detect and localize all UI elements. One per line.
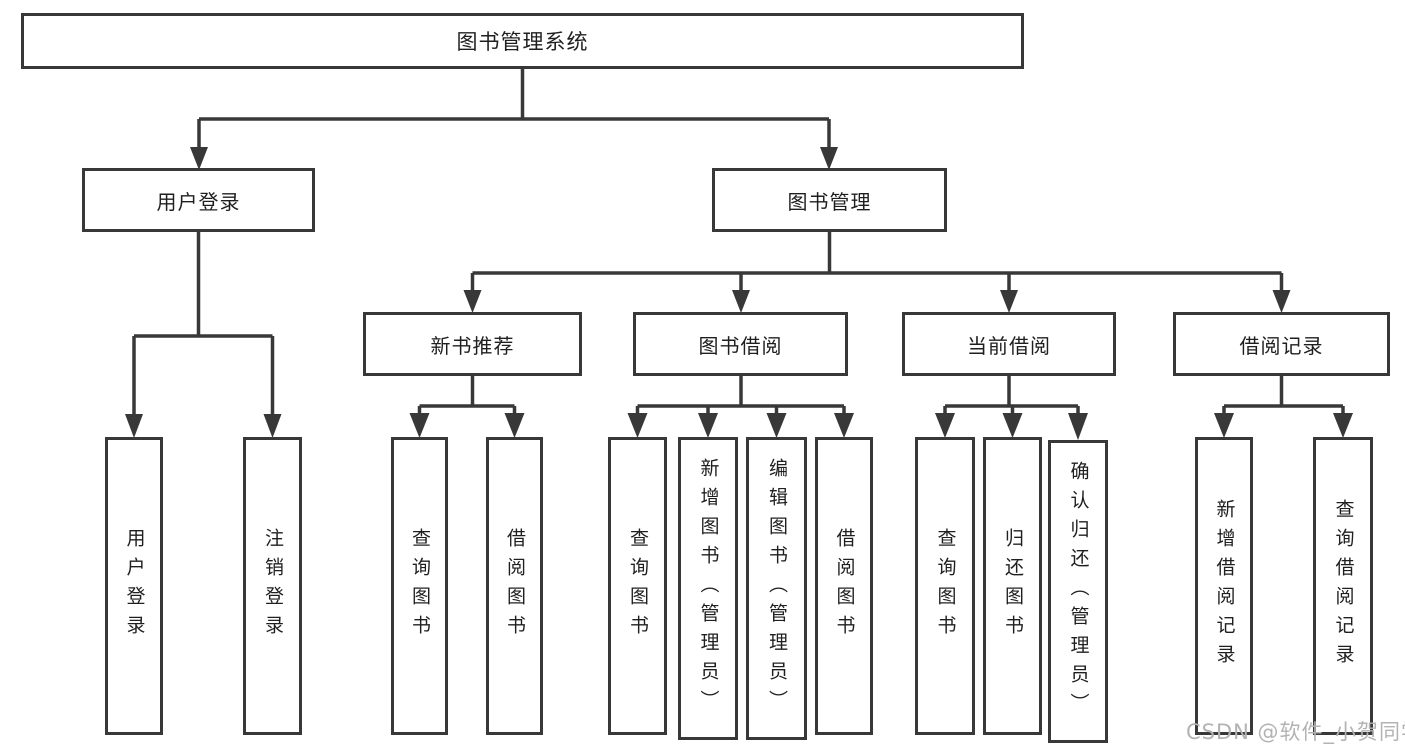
leaf-current-confirm-return-admin: 确认归还（管理员） xyxy=(1048,440,1108,743)
node-root: 图书管理系统 xyxy=(21,13,1024,69)
leaf-current-confirm-return-admin-label: 确认归还（管理员） xyxy=(1067,461,1090,722)
leaf-borrow-add-books-admin: 新增图书（管理员） xyxy=(678,437,738,740)
node-user-login-label: 用户登录 xyxy=(156,189,241,214)
node-book-management-label: 图书管理 xyxy=(787,189,872,214)
leaf-newbook-borrow-books: 借阅图书 xyxy=(486,437,543,735)
leaf-borrow-add-books-admin-label: 新增图书（管理员） xyxy=(697,458,720,719)
leaf-user-login: 用户登录 xyxy=(105,437,163,735)
node-new-book-recommend-label: 新书推荐 xyxy=(430,333,515,358)
node-user-login: 用户登录 xyxy=(82,168,315,232)
leaf-current-query-books: 查询图书 xyxy=(915,437,975,735)
leaf-current-return-books-label: 归还图书 xyxy=(1002,528,1024,644)
node-book-borrow-label: 图书借阅 xyxy=(698,333,783,358)
leaf-record-add-borrow-record: 新增借阅记录 xyxy=(1195,437,1253,735)
leaf-record-query-borrow-record: 查询借阅记录 xyxy=(1313,437,1373,735)
leaf-current-return-books: 归还图书 xyxy=(983,437,1042,735)
leaf-user-login-label: 用户登录 xyxy=(123,528,146,644)
leaf-borrow-edit-books-admin: 编辑图书（管理员） xyxy=(746,437,807,740)
leaf-borrow-query-books: 查询图书 xyxy=(608,437,667,735)
node-current-borrow: 当前借阅 xyxy=(902,312,1116,376)
leaf-logout-label: 注销登录 xyxy=(262,528,284,644)
node-new-book-recommend: 新书推荐 xyxy=(363,312,582,376)
node-book-management: 图书管理 xyxy=(712,168,947,232)
leaf-newbook-query-books-label: 查询图书 xyxy=(409,528,431,644)
leaf-current-query-books-label: 查询图书 xyxy=(934,528,957,644)
csdn-watermark: CSDN @软件_小贺同学 xyxy=(1186,720,1405,744)
node-current-borrow-label: 当前借阅 xyxy=(967,333,1051,358)
leaf-record-add-borrow-record-label: 新增借阅记录 xyxy=(1213,499,1236,673)
leaf-record-query-borrow-record-label: 查询借阅记录 xyxy=(1332,499,1355,673)
leaf-borrow-query-books-label: 查询图书 xyxy=(627,528,649,644)
node-borrow-records-label: 借阅记录 xyxy=(1239,333,1324,358)
leaf-logout: 注销登录 xyxy=(243,437,302,735)
leaf-borrow-borrow-books: 借阅图书 xyxy=(815,437,873,735)
leaf-newbook-borrow-books-label: 借阅图书 xyxy=(504,528,526,644)
node-root-label: 图书管理系统 xyxy=(456,30,589,54)
node-borrow-records: 借阅记录 xyxy=(1173,312,1390,376)
leaf-borrow-borrow-books-label: 借阅图书 xyxy=(833,528,856,644)
node-book-borrow: 图书借阅 xyxy=(633,312,848,376)
leaf-newbook-query-books: 查询图书 xyxy=(391,437,448,735)
leaf-borrow-edit-books-admin-label: 编辑图书（管理员） xyxy=(766,458,788,719)
